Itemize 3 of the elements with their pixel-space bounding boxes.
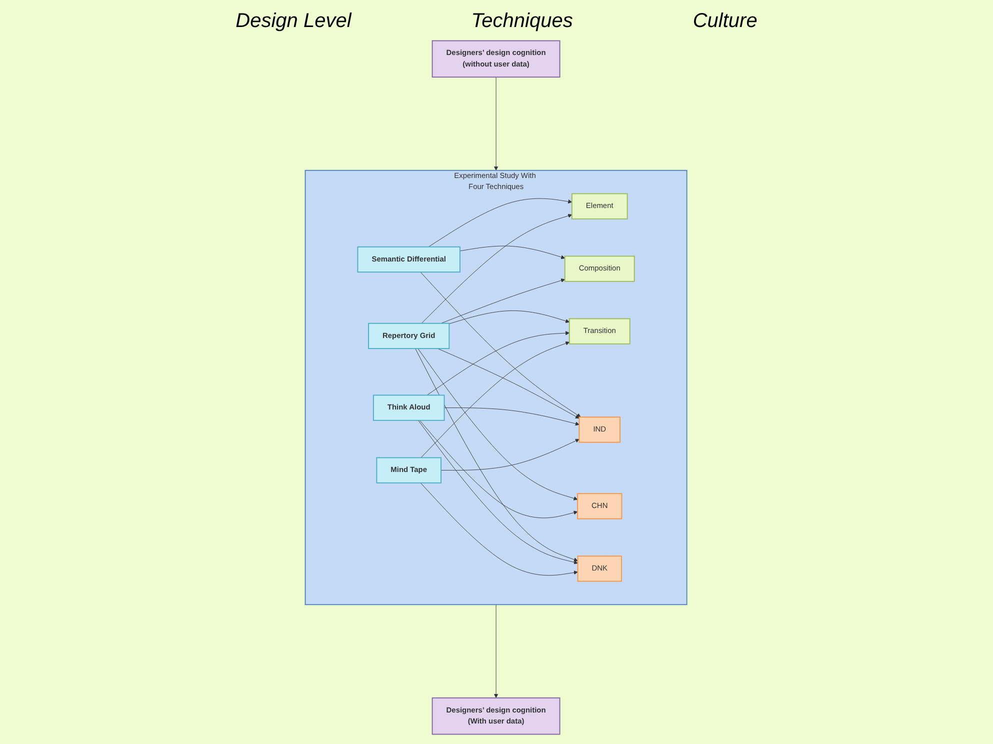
column-heading: Design Level	[236, 10, 352, 33]
column-heading: Techniques	[471, 10, 573, 33]
column-heading: Culture	[692, 10, 758, 33]
